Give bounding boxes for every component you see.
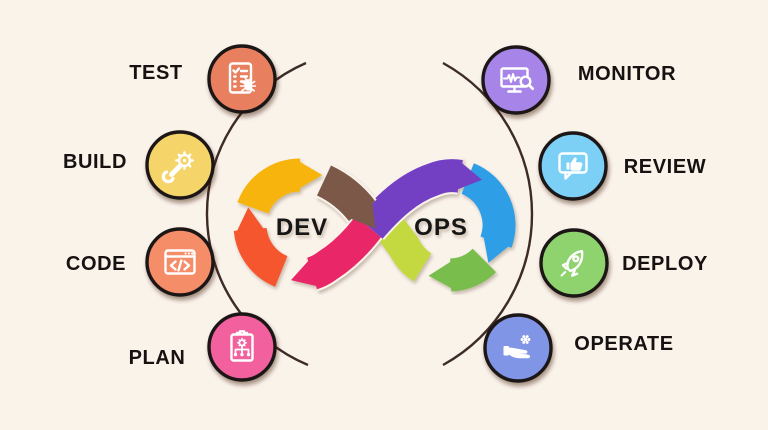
infinity-segment-green [428,248,497,292]
ops-label: OPS [414,214,468,241]
infinity-segment-yellow [237,158,323,215]
infinity-segment-brown [316,165,376,229]
infinity-segment-orange-red [233,207,289,287]
stage-label-deploy: DEPLOY [622,253,708,275]
code-window-icon [164,249,196,275]
thumbsup-bubble-icon [558,152,588,180]
stage-node-code [145,227,215,297]
stage-label-code: CODE [66,253,126,275]
clipboard-flowchart-icon [230,330,254,362]
stage-label-operate: OPERATE [574,333,673,355]
stage-circle-test [207,44,277,114]
stage-label-test: TEST [129,62,183,84]
stage-label-review: REVIEW [624,156,707,178]
stage-node-test [207,44,277,114]
hand-gear-icon [503,335,531,359]
stage-circle-deploy [539,228,609,298]
stage-node-operate [483,313,553,383]
checklist-bug-icon [228,62,257,94]
stage-node-monitor [481,45,551,115]
infinity-segment-blue [460,163,516,263]
stage-label-plan: PLAN [129,347,186,369]
infinity-segment-chartreuse [376,210,433,282]
stage-node-deploy [539,228,609,298]
wrench-gear-icon [161,151,194,184]
stage-label-monitor: MONITOR [578,63,676,85]
dev-label: DEV [276,214,328,241]
stage-node-build [145,130,215,200]
stage-circle-operate [483,313,553,383]
stage-node-review [538,131,608,201]
monitor-search-icon [500,67,534,93]
infinity-segment-purple [357,159,483,239]
infinity-loop: DEV OPS [233,157,516,292]
stage-label-build: BUILD [63,151,127,173]
stage-node-plan [207,312,277,382]
rocket-icon [560,249,584,277]
